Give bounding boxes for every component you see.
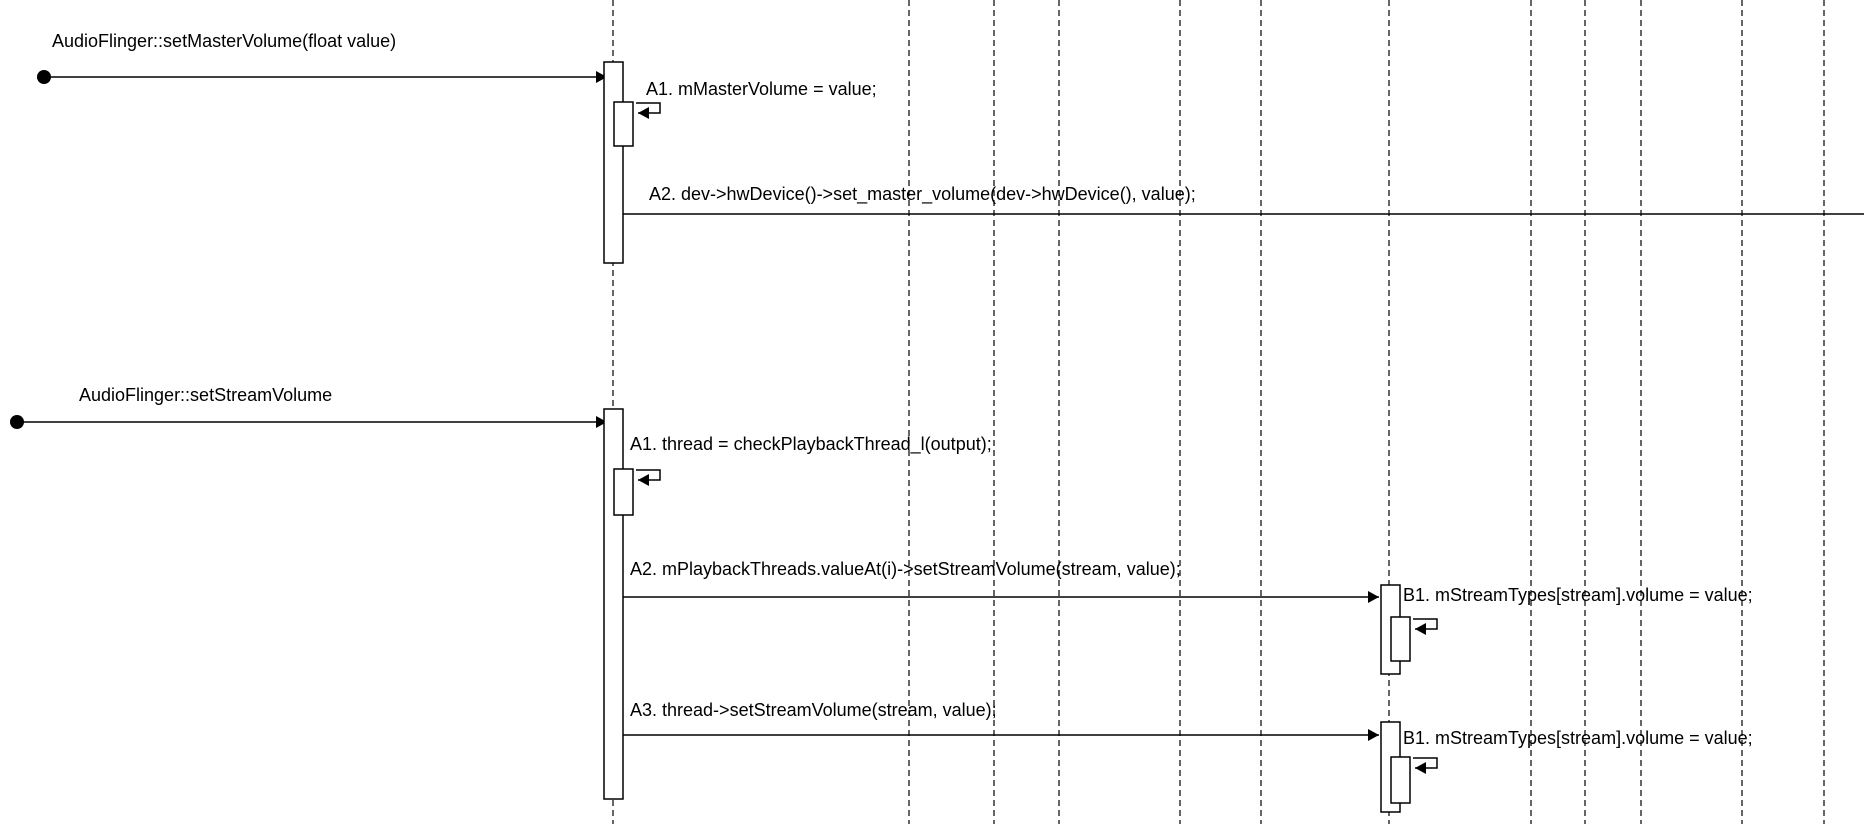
step-label-stream-a2: A2. mPlaybackThreads.valueAt(i)->setStre… [630, 559, 1181, 579]
activation-self-call-master [613, 101, 634, 147]
callee-self-call-arrow-2 [1413, 757, 1438, 774]
activation-callee-self-call-1 [1390, 616, 1411, 662]
activation-stream [603, 408, 624, 800]
step-label-stream-a3: A3. thread->setStreamVolume(stream, valu… [630, 700, 997, 720]
entry-label-stream: AudioFlinger::setStreamVolume [79, 385, 332, 405]
step-label-master-a2: A2. dev->hwDevice()->set_master_volume(d… [649, 184, 1196, 205]
activation-master [603, 61, 624, 264]
step-label-stream-a1: A1. thread = checkPlaybackThread_l(outpu… [630, 434, 992, 455]
callee-self-call-arrow-1 [1413, 618, 1438, 635]
lifelines [612, 0, 1825, 824]
entry-label-master: AudioFlinger::setMasterVolume(float valu… [52, 31, 396, 51]
self-call-arrow-stream [636, 469, 661, 486]
callee-step-label-1: B1. mStreamTypes[stream].volume = value; [1403, 585, 1753, 605]
scenario-stream: AudioFlinger::setStreamVolume A1. thread… [10, 385, 1753, 813]
scenario-master: AudioFlinger::setMasterVolume(float valu… [37, 31, 1864, 264]
step-label-master-a1: A1. mMasterVolume = value; [646, 79, 877, 99]
activation-self-call-stream [613, 468, 634, 516]
self-call-arrow-master [636, 102, 661, 119]
callee-step-label-2: B1. mStreamTypes[stream].volume = value; [1403, 728, 1753, 748]
activation-callee-self-call-2 [1390, 756, 1411, 804]
